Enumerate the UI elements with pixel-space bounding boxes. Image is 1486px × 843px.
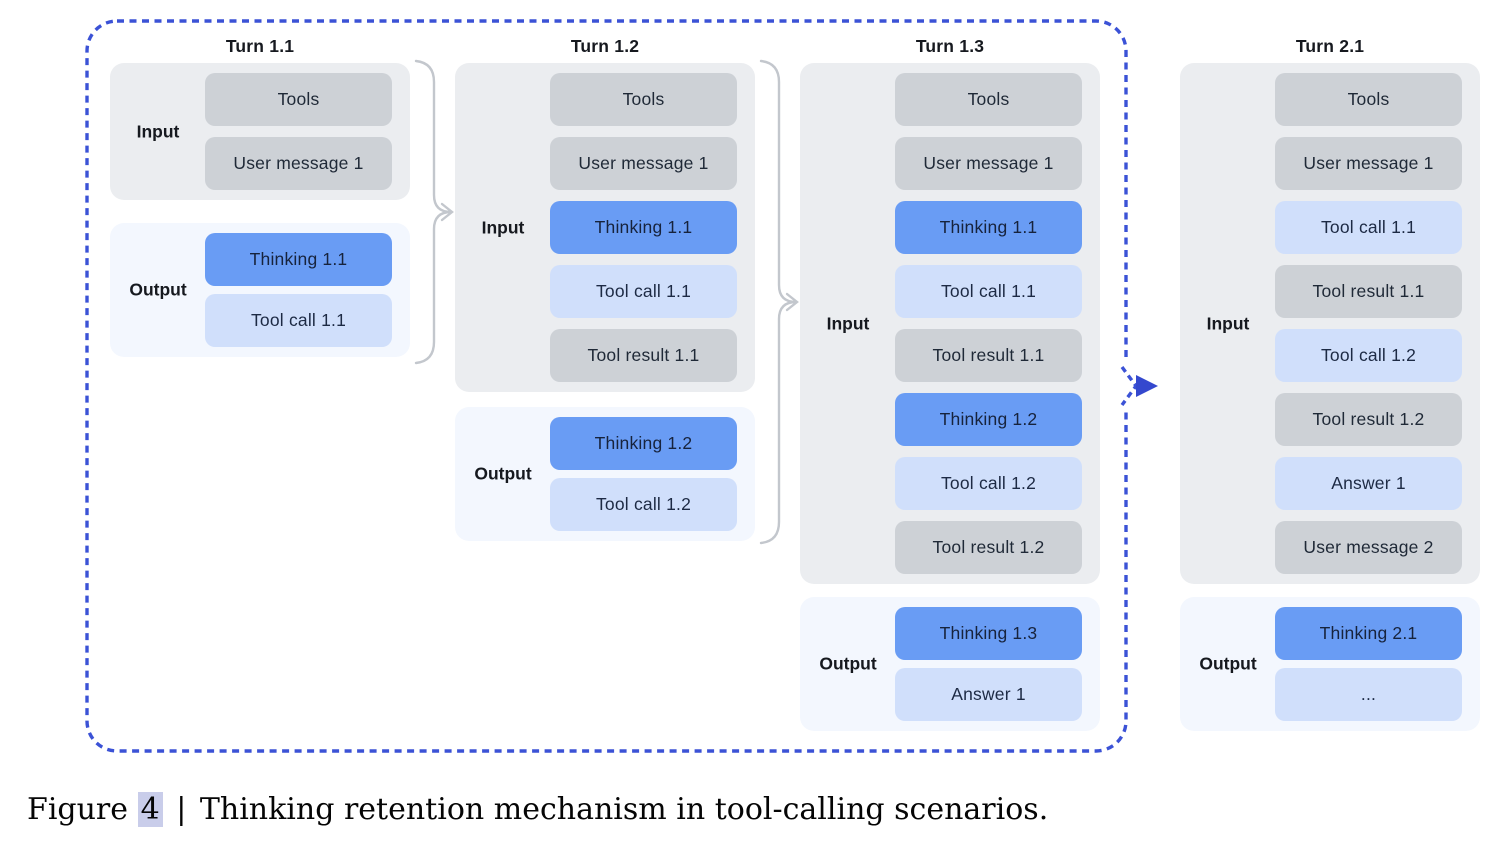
message-box-tool-call-1-2: Tool call 1.2 [895, 457, 1082, 510]
message-box-tool-call-1-2: Tool call 1.2 [550, 478, 737, 531]
turn-title: Turn 1.3 [915, 36, 985, 56]
message-box-ellipsis: ... [1275, 668, 1462, 721]
caption-figure-word: Figure [27, 792, 129, 827]
input-label: Input [481, 217, 525, 237]
retention-arrow-icon [1114, 362, 1158, 408]
input-label: Input [136, 121, 180, 141]
brace-arrow-connector [759, 59, 799, 545]
message-box-tool-call-1-1: Tool call 1.1 [550, 265, 737, 318]
message-box-tools: Tools [1275, 73, 1462, 126]
brace-arrow-connector [414, 59, 454, 365]
message-box-tool-result-1-2: Tool result 1.2 [895, 521, 1082, 574]
message-box-thinking-1-2: Thinking 1.2 [895, 393, 1082, 446]
caption-separator: | [176, 792, 187, 827]
turn-title: Turn 1.2 [570, 36, 640, 56]
message-box-tools: Tools [895, 73, 1082, 126]
turn-title: Turn 2.1 [1295, 36, 1365, 56]
message-box-user-message-1: User message 1 [205, 137, 392, 190]
output-label: Output [129, 279, 187, 300]
message-box-tool-call-1-1: Tool call 1.1 [895, 265, 1082, 318]
figure-caption: Figure 4 | Thinking retention mechanism … [27, 792, 1048, 827]
message-box-tools: Tools [205, 73, 392, 126]
message-box-tool-call-1-2: Tool call 1.2 [1275, 329, 1462, 382]
message-box-answer-1: Answer 1 [1275, 457, 1462, 510]
message-box-tool-call-1-1: Tool call 1.1 [1275, 201, 1462, 254]
message-box-thinking-1-1: Thinking 1.1 [550, 201, 737, 254]
caption-title: Thinking retention mechanism in tool-cal… [199, 792, 1049, 827]
message-box-user-message-1: User message 1 [895, 137, 1082, 190]
message-box-tools: Tools [550, 73, 737, 126]
message-box-user-message-2: User message 2 [1275, 521, 1462, 574]
figure-number-link[interactable]: 4 [137, 792, 163, 827]
message-box-thinking-1-2: Thinking 1.2 [550, 417, 737, 470]
message-box-answer-1: Answer 1 [895, 668, 1082, 721]
dashed-boundary-border [85, 19, 1128, 753]
message-box-user-message-1: User message 1 [550, 137, 737, 190]
message-box-tool-result-1-2: Tool result 1.2 [1275, 393, 1462, 446]
input-label: Input [1206, 313, 1250, 333]
message-box-user-message-1: User message 1 [1275, 137, 1462, 190]
message-box-tool-result-1-1: Tool result 1.1 [1275, 265, 1462, 318]
message-box-tool-call-1-1: Tool call 1.1 [205, 294, 392, 347]
turn-title: Turn 1.1 [225, 36, 295, 56]
message-box-thinking-1-3: Thinking 1.3 [895, 607, 1082, 660]
message-box-tool-result-1-1: Tool result 1.1 [550, 329, 737, 382]
output-label: Output [819, 653, 877, 674]
output-panel: Output Thinking 2.1... [1180, 597, 1480, 731]
input-label: Input [826, 313, 870, 333]
output-label: Output [474, 463, 532, 484]
message-box-tool-result-1-1: Tool result 1.1 [895, 329, 1082, 382]
output-label: Output [1199, 653, 1257, 674]
message-box-thinking-1-1: Thinking 1.1 [205, 233, 392, 286]
message-box-thinking-2-1: Thinking 2.1 [1275, 607, 1462, 660]
message-box-thinking-1-1: Thinking 1.1 [895, 201, 1082, 254]
